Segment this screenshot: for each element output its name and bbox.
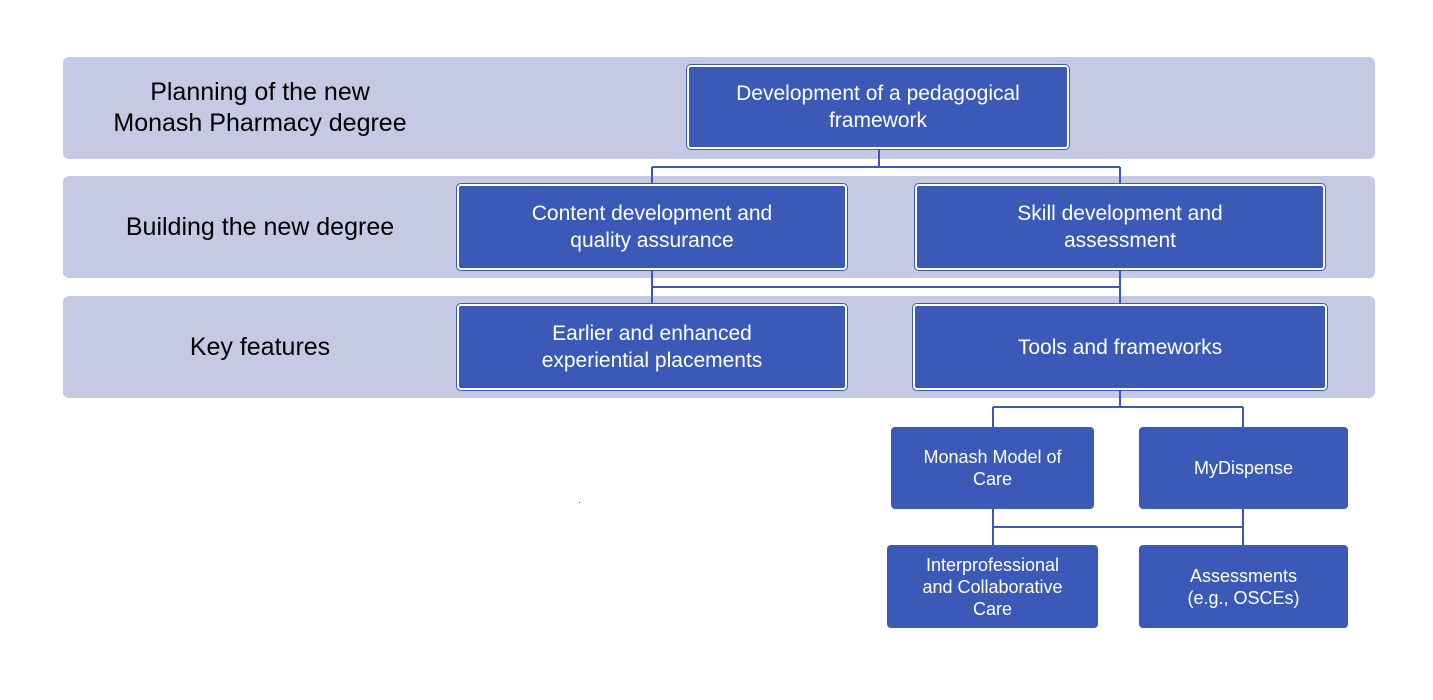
node-mydispense: MyDispense (1139, 427, 1348, 509)
row-label-planning: Planning of the new Monash Pharmacy degr… (113, 78, 407, 137)
node-interprofessional-care: Interprofessional and Collaborative Care (887, 545, 1098, 628)
node-experiential-placements: Earlier and enhanced experiential placem… (457, 304, 847, 390)
node-tools-frameworks: Tools and frameworks (913, 304, 1327, 390)
row-label-key-features: Key features (189, 332, 331, 361)
node-content-development: Content development and quality assuranc… (457, 184, 847, 270)
row-label-building: Building the new degree (125, 212, 395, 241)
node-monash-model-of-care: Monash Model of Care (891, 427, 1094, 509)
node-pedagogical-framework: Development of a pedagogical framework (687, 65, 1069, 149)
node-skill-development: Skill development and assessment (915, 184, 1325, 270)
node-assessments: Assessments (e.g., OSCEs) (1139, 545, 1348, 628)
stray-dot (579, 502, 580, 503)
